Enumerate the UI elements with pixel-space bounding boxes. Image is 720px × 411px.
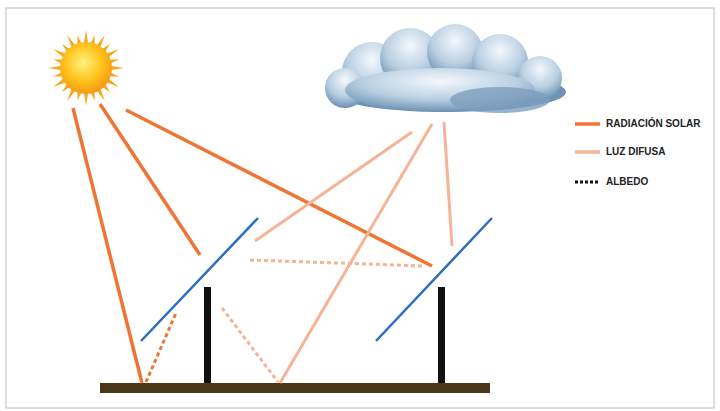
diffuse-rays <box>255 122 452 383</box>
post <box>204 287 211 383</box>
sun-ray <box>48 66 62 70</box>
cloud <box>325 24 566 113</box>
sun <box>48 30 124 106</box>
solar-panel <box>376 218 492 341</box>
post <box>438 287 445 383</box>
sun-disc <box>60 42 112 94</box>
albedo-rays <box>146 260 425 382</box>
sun-ray <box>84 92 88 106</box>
legend-label: RADIACIÓN SOLAR <box>606 118 700 130</box>
albedo-line-sample <box>575 181 600 184</box>
frame <box>6 8 714 408</box>
legend-label: LUZ DIFUSA <box>606 146 665 158</box>
solar-panel <box>141 218 258 341</box>
diffuse-line-sample <box>575 150 600 154</box>
legend-label: ALBEDO <box>606 176 648 188</box>
ground <box>100 383 490 393</box>
solar-line-sample <box>575 122 600 126</box>
solar-rays <box>73 104 432 383</box>
sun-ray <box>84 30 88 44</box>
sun-ray <box>110 66 124 70</box>
